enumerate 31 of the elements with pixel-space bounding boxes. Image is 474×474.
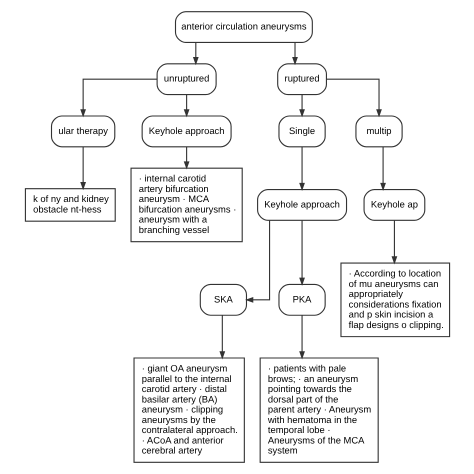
arrow — [298, 315, 304, 360]
node-box: Keyhole approach — [141, 115, 232, 148]
node-box: ular therapy — [50, 115, 115, 148]
node-box: · patients with pale brows; · an aneurysm pointing towards the dorsal part of the parent artery · Aneurysm with hematoma in the temporal lobe · Aneurysms of the MCA system — [259, 357, 378, 463]
arrow — [183, 94, 189, 118]
node-box: · According to location of mu aneurysms can appropriately considerations fixation and p skin incision a flap designs o clipping. — [340, 262, 450, 338]
arrow — [244, 220, 270, 303]
arrow — [298, 220, 304, 286]
arrow — [391, 220, 397, 264]
node-box: · internal carotid artery bifurcation aneurysm · MCA bifurcation aneurysms · aneurysm with a branching vessel — [130, 168, 242, 242]
node-box: Keyhole ap — [363, 188, 425, 221]
node-box: · giant OA aneurysm parallel to the internal carotid artery · distal basilar artery (BA) aneurysm · clipping aneurysms by the contralateral approach. · ACoA and anterior cerebral artery — [132, 357, 244, 463]
node-box: Keyhole approach — [256, 188, 347, 221]
arrow — [298, 94, 304, 118]
node-box: multip — [354, 115, 402, 148]
arrow — [298, 146, 304, 192]
node-box: SKA — [199, 284, 247, 316]
node-box: unruptured — [156, 63, 216, 96]
arrow — [380, 146, 386, 192]
arrow — [218, 315, 225, 360]
node-box: ruptured — [276, 63, 326, 96]
arrow — [183, 146, 189, 170]
node-box: Single — [278, 115, 326, 148]
arrow — [80, 146, 86, 190]
arrow — [326, 78, 382, 118]
arrow — [80, 78, 156, 118]
node-box: PKA — [278, 284, 326, 316]
node-box: anterior circulation aneurysms — [174, 11, 312, 43]
node-box: k of ny and kidney obstacle nt-hess — [24, 188, 116, 222]
arrow — [192, 42, 198, 66]
arrow — [292, 42, 298, 66]
